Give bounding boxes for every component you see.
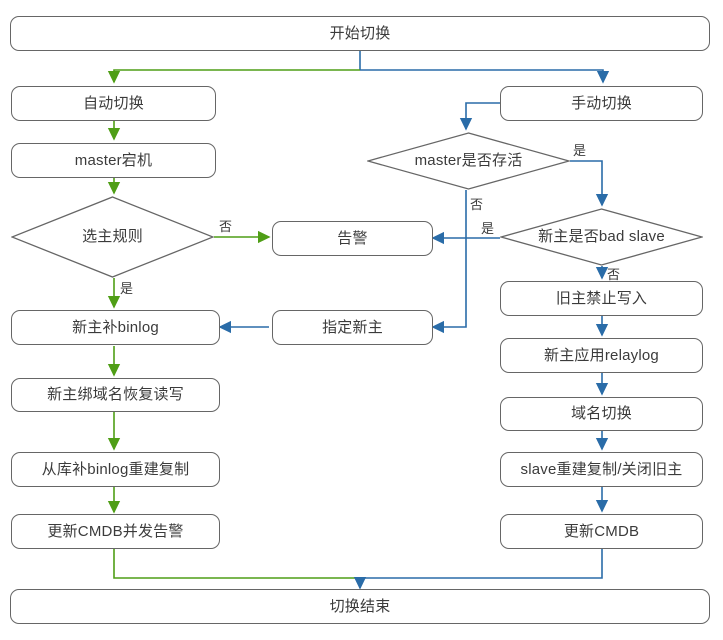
node-assign-new-master-label: 指定新主 — [322, 318, 383, 336]
edge-label-bad-slave-no: 否 — [607, 267, 621, 282]
node-start[interactable]: 开始切换 — [10, 16, 710, 51]
node-bad-slave-label: 新主是否bad slave — [538, 228, 665, 246]
node-manual-switch-label: 手动切换 — [571, 94, 632, 112]
edge-label-master-alive-no: 否 — [470, 197, 484, 212]
node-update-cmdb[interactable]: 更新CMDB — [500, 514, 703, 549]
node-master-down-label: master宕机 — [74, 151, 153, 169]
node-new-master-domain-label: 新主绑域名恢复读写 — [47, 386, 184, 404]
node-auto-switch-label: 自动切换 — [83, 94, 144, 112]
node-alarm-label: 告警 — [337, 229, 368, 247]
node-new-master-relaylog[interactable]: 新主应用relaylog — [500, 338, 703, 373]
node-new-master-binlog[interactable]: 新主补binlog — [11, 310, 220, 345]
node-assign-new-master[interactable]: 指定新主 — [272, 310, 433, 345]
edge-label-bad-slave-yes: 是 — [481, 221, 495, 236]
node-start-label: 开始切换 — [329, 24, 391, 42]
edge-label-master-alive-yes: 是 — [573, 143, 587, 158]
node-elect-rule-label: 选主规则 — [82, 228, 143, 246]
node-end-label: 切换结束 — [329, 597, 391, 615]
node-old-master-readonly-label: 旧主禁止写入 — [555, 289, 648, 307]
node-old-master-readonly[interactable]: 旧主禁止写入 — [500, 281, 703, 316]
master-alive-shape — [367, 132, 570, 190]
node-elect-rule[interactable]: 选主规则 — [11, 196, 214, 278]
node-slave-rebuild-close-old[interactable]: slave重建复制/关闭旧主 — [500, 452, 703, 487]
node-new-master-binlog-label: 新主补binlog — [72, 318, 159, 336]
edge-label-elect-rule-yes: 是 — [120, 281, 134, 296]
elect-rule-shape — [11, 196, 214, 278]
node-manual-switch[interactable]: 手动切换 — [500, 86, 703, 121]
node-slave-rebuild-label: 从库补binlog重建复制 — [41, 460, 190, 478]
node-bad-slave[interactable]: 新主是否bad slave — [500, 208, 703, 266]
node-new-master-domain[interactable]: 新主绑域名恢复读写 — [11, 378, 220, 412]
bad-slave-shape — [500, 208, 703, 266]
node-domain-switch[interactable]: 域名切换 — [500, 397, 703, 431]
node-update-cmdb-label: 更新CMDB — [563, 522, 640, 540]
node-master-alive[interactable]: master是否存活 — [367, 132, 570, 190]
node-end[interactable]: 切换结束 — [10, 589, 710, 624]
node-slave-rebuild[interactable]: 从库补binlog重建复制 — [11, 452, 220, 487]
node-master-alive-label: master是否存活 — [414, 152, 523, 170]
node-update-cmdb-alarm-label: 更新CMDB并发告警 — [47, 522, 184, 540]
node-slave-rebuild-close-old-label: slave重建复制/关闭旧主 — [520, 460, 683, 478]
node-master-down[interactable]: master宕机 — [11, 143, 216, 178]
node-domain-switch-label: 域名切换 — [571, 405, 632, 423]
node-auto-switch[interactable]: 自动切换 — [11, 86, 216, 121]
node-update-cmdb-alarm[interactable]: 更新CMDB并发告警 — [11, 514, 220, 549]
node-alarm[interactable]: 告警 — [272, 221, 433, 256]
edge-label-elect-rule-no: 否 — [219, 219, 233, 234]
node-new-master-relaylog-label: 新主应用relaylog — [544, 346, 659, 364]
